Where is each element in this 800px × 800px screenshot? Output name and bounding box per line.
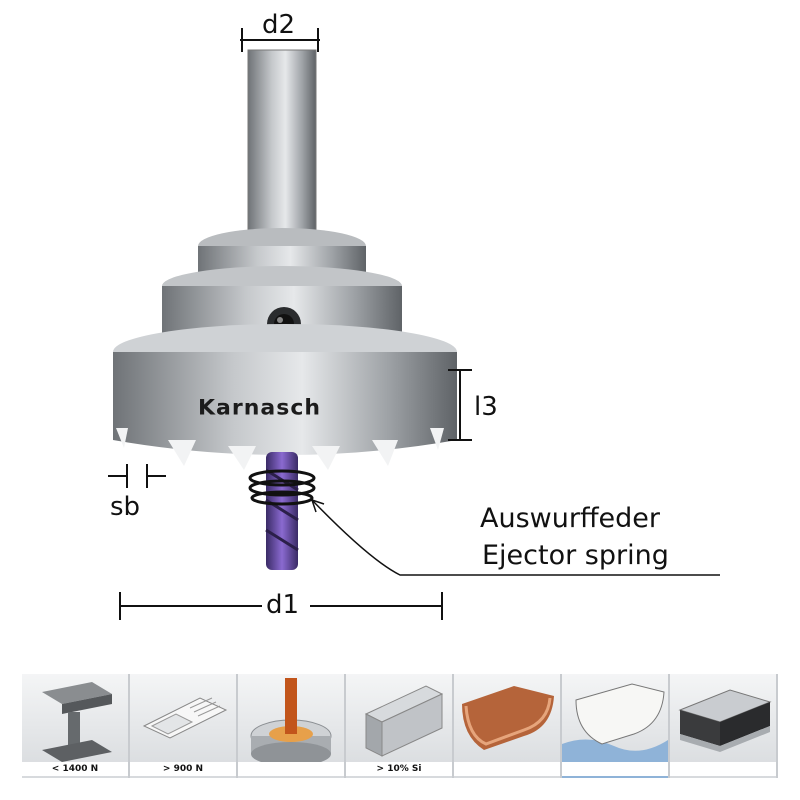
dimension-d2 bbox=[240, 28, 320, 52]
copper-gutter-icon bbox=[462, 686, 554, 750]
application-icon-strip: < 1400 N > 900 N > 10% Si bbox=[22, 674, 778, 778]
application-tile-copper bbox=[454, 674, 560, 778]
application-tile-pvc bbox=[562, 674, 668, 778]
dimension-sb bbox=[108, 464, 166, 488]
callout-english: Ejector spring bbox=[482, 540, 669, 571]
application-tile-sandwich bbox=[670, 674, 776, 778]
application-tile-coolant bbox=[238, 674, 344, 778]
shank bbox=[247, 49, 317, 241]
tile-caption: > 10% Si bbox=[346, 762, 452, 776]
hole-cutter-drawing bbox=[108, 28, 720, 620]
tile-caption: > 900 N bbox=[130, 762, 236, 776]
cutter-teeth bbox=[116, 428, 444, 470]
tile-caption: < 1400 N bbox=[22, 762, 128, 776]
callout-german: Auswurffeder bbox=[480, 503, 661, 534]
label-d1: d1 bbox=[266, 590, 300, 620]
tile-caption bbox=[238, 762, 344, 776]
tile-caption bbox=[670, 762, 776, 776]
callout-leader bbox=[311, 499, 720, 576]
sink-icon bbox=[142, 697, 228, 739]
application-tile-aluminium: > 10% Si bbox=[346, 674, 452, 778]
sandwich-panel-icon bbox=[678, 689, 772, 752]
tile-caption bbox=[562, 762, 668, 776]
label-l3: l3 bbox=[474, 392, 498, 422]
dimension-d1 bbox=[119, 592, 443, 620]
label-sb: sb bbox=[110, 492, 141, 522]
ejector-spring bbox=[248, 469, 316, 506]
dimension-l3 bbox=[448, 369, 472, 441]
aluminium-profile-icon bbox=[364, 685, 444, 757]
application-tile-steel: < 1400 N bbox=[22, 674, 128, 778]
label-d2: d2 bbox=[262, 10, 296, 40]
brand-logo: Karnasch bbox=[198, 396, 322, 421]
steel-beam-icon bbox=[42, 682, 112, 762]
coolant-pipe-icon bbox=[250, 678, 332, 766]
tile-caption bbox=[454, 762, 560, 776]
application-tile-stainless: > 900 N bbox=[130, 674, 236, 778]
